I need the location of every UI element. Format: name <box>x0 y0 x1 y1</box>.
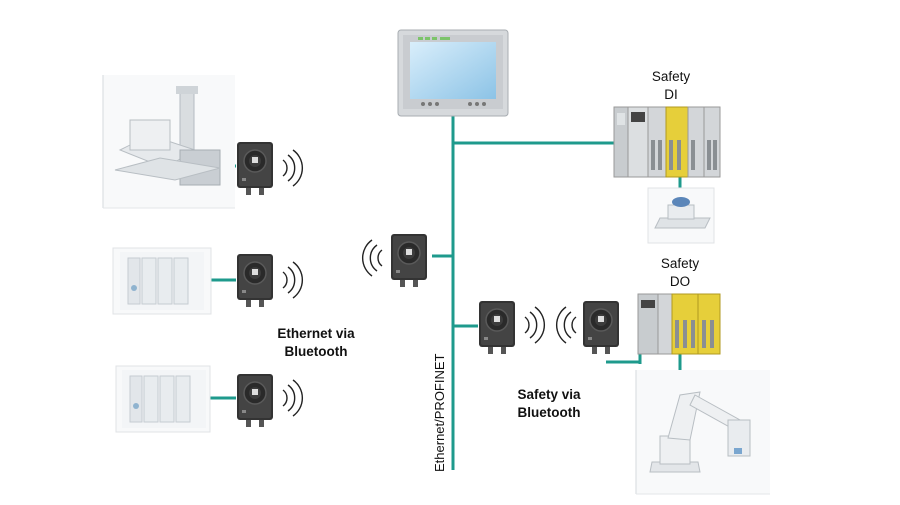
safety-via-bluetooth-label-line1: Safety via <box>517 387 581 402</box>
wireless-waves-icon-left-2 <box>282 261 304 299</box>
safety-di-label-line2: DI <box>664 87 678 102</box>
wireless-waves-icon-left-1 <box>282 149 304 187</box>
bluetooth-module-safety-1 <box>478 300 516 355</box>
safety-do-io-station <box>637 293 721 355</box>
wireless-waves-icon-safety-1 <box>524 306 546 344</box>
bluetooth-module-left-2 <box>236 253 274 308</box>
ethernet-via-bluetooth-label-line2: Bluetooth <box>285 344 348 359</box>
ethernet-profinet-bus-label: Ethernet/PROFINET <box>432 353 447 472</box>
bluetooth-module-safety-2 <box>582 300 620 355</box>
wireless-waves-icon-safety-2 <box>555 306 577 344</box>
controller-cabinet-image-2 <box>115 365 211 433</box>
bluetooth-module-left-1 <box>236 141 274 196</box>
bluetooth-module-left-3 <box>236 373 274 428</box>
emergency-stop-switch-image <box>647 187 715 244</box>
ethernet-via-bluetooth-label-line1: Ethernet via <box>277 326 355 341</box>
handling-machine-image <box>102 75 235 209</box>
safety-via-bluetooth-label-line2: Bluetooth <box>518 405 581 420</box>
safety-di-io-station <box>613 106 721 178</box>
controller-cabinet-image-1 <box>112 247 212 315</box>
hmi-panel <box>397 29 509 117</box>
industrial-robot-image <box>635 370 770 495</box>
safety-do-label-line2: DO <box>670 274 690 289</box>
bluetooth-module-center <box>390 233 428 288</box>
safety-do-label-line1: Safety <box>661 256 700 271</box>
wireless-waves-icon-center <box>361 239 383 277</box>
safety-di-label-line1: Safety <box>652 69 691 84</box>
wireless-waves-icon-left-3 <box>282 379 304 417</box>
